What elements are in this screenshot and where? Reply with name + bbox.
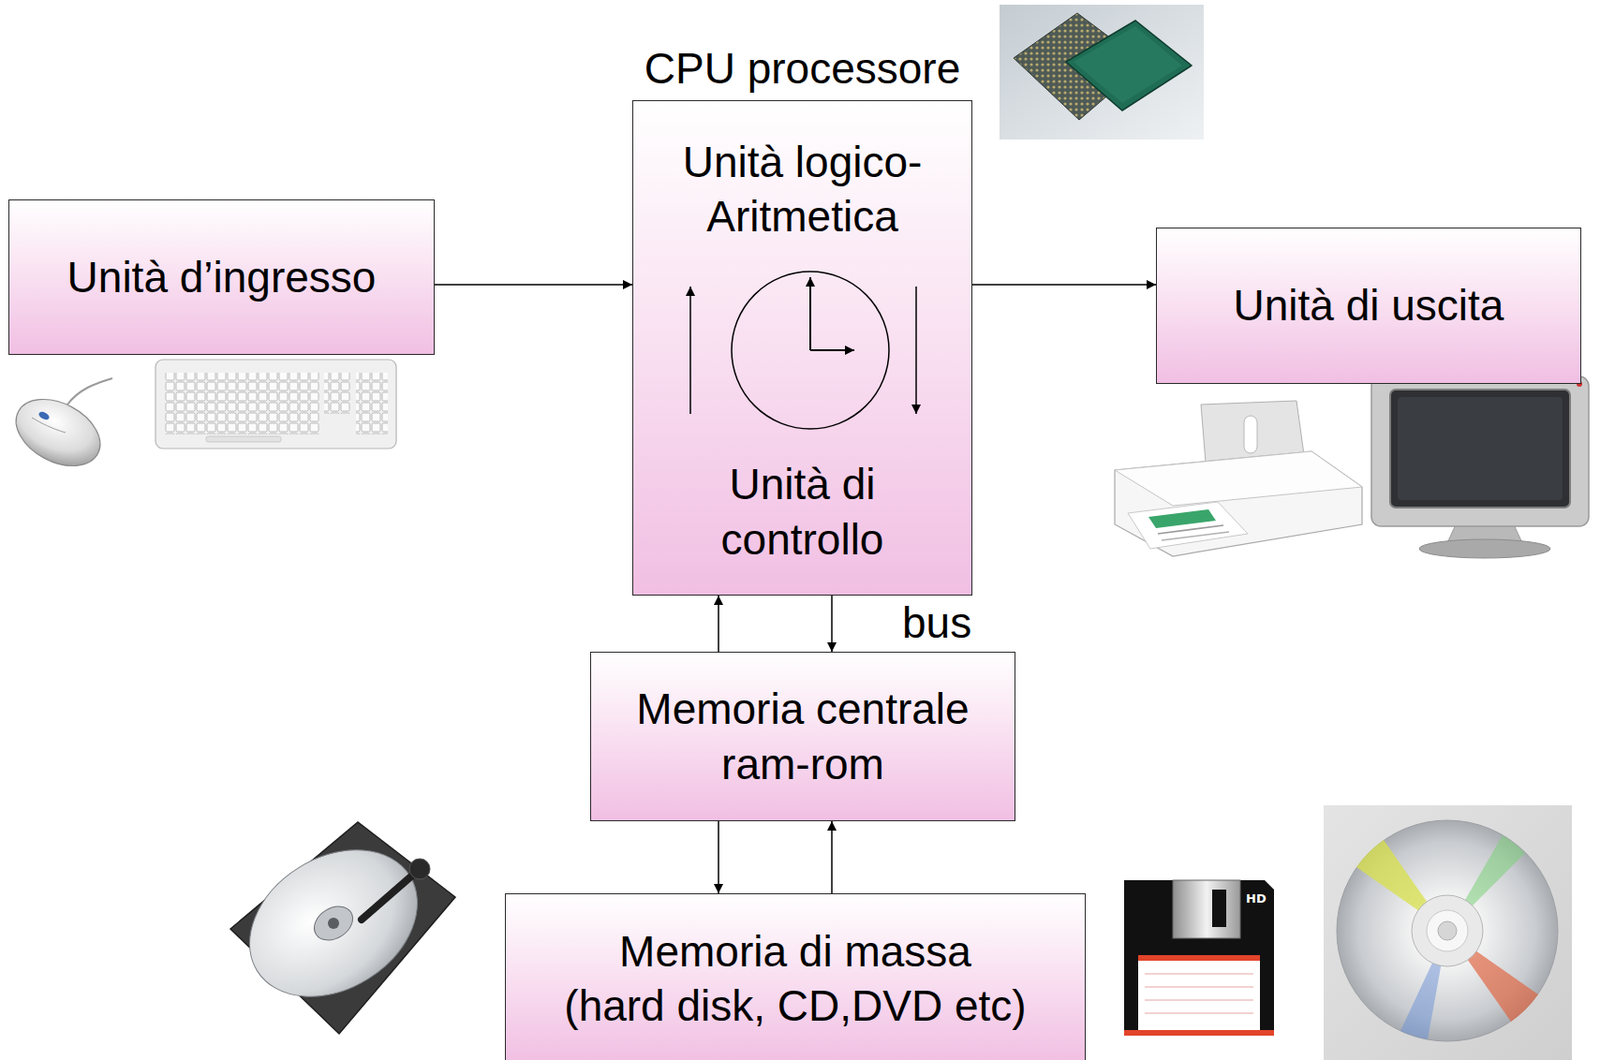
keyboard-photo <box>155 359 397 449</box>
floppy-photo <box>1144 974 1254 976</box>
hard-disk-photo <box>222 820 456 1035</box>
box-label: Memoria centrale ram-rom <box>608 681 997 792</box>
cd-photo <box>1323 805 1572 1060</box>
printer-photo <box>1127 502 1248 549</box>
connector-arrow <box>434 283 633 286</box>
cpu-box: CPU processoreUnità logico- AritmeticaUn… <box>632 100 973 596</box>
keyboard-photo <box>206 436 282 443</box>
hard-disk-photo <box>361 869 420 920</box>
printer-photo <box>1114 451 1363 557</box>
cpu-chip-photo <box>999 4 1204 140</box>
box-heading: CPU processore <box>644 41 961 96</box>
clock-symbol <box>731 271 889 430</box>
clock-symbol <box>809 277 812 351</box>
clock-symbol <box>915 286 918 415</box>
edge-label: bus <box>902 597 972 650</box>
printer-photo <box>1114 400 1363 557</box>
floppy-marking: HD <box>1245 892 1267 906</box>
cpu-chip-photo <box>999 4 1204 140</box>
connector-arrow <box>830 595 833 652</box>
printer-photo <box>1157 525 1224 534</box>
connector-arrow <box>830 821 833 894</box>
box-label: Unità di controllo <box>662 457 943 567</box>
mouse-photo <box>31 417 66 433</box>
printer-photo <box>1244 415 1258 454</box>
mouse-photo <box>67 378 113 405</box>
monitor-photo <box>1419 539 1551 559</box>
hard-disk-photo <box>327 918 340 930</box>
cd-photo <box>1411 895 1483 967</box>
cd-photo <box>1437 921 1457 941</box>
connector-arrow <box>717 595 720 652</box>
monitor-photo <box>1390 389 1571 508</box>
monitor-photo <box>1397 397 1563 501</box>
floppy-photo <box>1212 889 1227 928</box>
cd-photo <box>1323 805 1572 1060</box>
hard-disk-photo <box>409 859 430 880</box>
box-label: Unità logico- Aritmetica <box>662 134 943 245</box>
mouse-photo <box>4 385 112 480</box>
box-label: Unità d’ingresso <box>67 250 377 305</box>
box-label: Memoria di massa (hard disk, CD,DVD etc) <box>563 924 1028 1035</box>
floppy-photo <box>1172 880 1241 939</box>
floppy-photo <box>1124 880 1275 1037</box>
keyboard-photo <box>324 372 351 415</box>
cpu-chip-photo <box>1066 20 1192 111</box>
hard-disk-photo <box>222 820 445 1027</box>
cpu-chip-photo <box>1073 26 1183 104</box>
monitor-photo <box>1371 376 1589 527</box>
hard-disk-photo <box>308 900 359 948</box>
floppy-photo <box>1144 1000 1254 1002</box>
cd-photo <box>1426 910 1468 952</box>
printer-photo <box>1114 451 1363 506</box>
connector-arrow <box>972 283 1156 286</box>
mouse-photo <box>4 378 113 480</box>
clock-symbol <box>810 349 855 352</box>
printer-photo <box>1161 532 1230 541</box>
output-box: Unità di uscita <box>1155 227 1582 385</box>
mouse-photo <box>37 410 51 422</box>
memory-box: Memoria centrale ram-rom <box>590 651 1016 822</box>
printer-photo <box>1148 509 1216 529</box>
keyboard-photo <box>155 359 397 449</box>
floppy-photo <box>1138 955 1260 962</box>
clock-symbol <box>689 286 692 415</box>
floppy-photo <box>1138 955 1260 1031</box>
storage-box: Memoria di massa (hard disk, CD,DVD etc) <box>504 893 1086 1060</box>
floppy-photo <box>1124 1030 1275 1037</box>
monitor-photo <box>1371 376 1589 559</box>
connector-arrow <box>717 821 720 894</box>
keyboard-photo <box>164 372 320 435</box>
floppy-photo <box>1144 987 1254 989</box>
keyboard-photo <box>355 372 388 435</box>
floppy-photo <box>1124 880 1275 1035</box>
box-label: Unità di uscita <box>1233 278 1505 333</box>
input-box: Unità d’ingresso <box>8 199 435 356</box>
cd-photo <box>1336 820 1558 1042</box>
floppy-photo <box>1144 1013 1254 1015</box>
